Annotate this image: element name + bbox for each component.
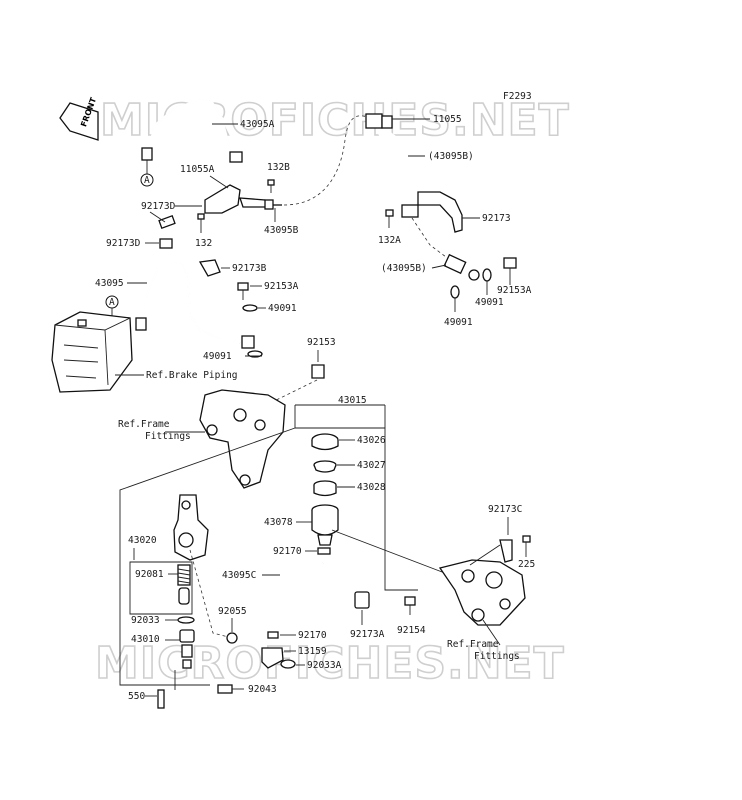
label-92173D-lower: 92173D bbox=[106, 238, 141, 249]
label-49091-r1: 49091 bbox=[475, 297, 504, 308]
label-ref-frame-1a: Ref.Frame bbox=[118, 419, 170, 430]
label-ref-frame-1b: Fittings bbox=[145, 431, 191, 442]
bolt-92154 bbox=[404, 596, 416, 615]
label-92173A: 92173A bbox=[350, 629, 385, 640]
label-92153A: 92153A bbox=[264, 281, 299, 292]
group-box-43015 bbox=[119, 405, 418, 686]
label-43095B-mid: (43095B) bbox=[381, 263, 427, 274]
label-132: 132 bbox=[195, 238, 212, 249]
washer-49091-right bbox=[482, 268, 492, 282]
label-13159: 13159 bbox=[298, 646, 327, 657]
reservoir-43078 bbox=[311, 504, 339, 546]
label-49091-r2: 49091 bbox=[444, 317, 473, 328]
bolt-92153A-right bbox=[503, 257, 517, 278]
callout-a-top: A bbox=[140, 160, 154, 187]
label-43095: 43095 bbox=[95, 278, 124, 289]
washer-49091-b bbox=[247, 350, 263, 358]
bracket-92173 bbox=[417, 191, 463, 233]
label-ref-frame-2a: Ref.Frame bbox=[447, 639, 499, 650]
label-43010: 43010 bbox=[131, 634, 160, 645]
circlip-92033A bbox=[280, 659, 296, 669]
label-92170: 92170 bbox=[273, 546, 302, 557]
label-92170-lower: 92170 bbox=[298, 630, 327, 641]
bracket-11055A bbox=[204, 184, 269, 214]
pin-550 bbox=[157, 689, 165, 709]
label-92055: 92055 bbox=[218, 606, 247, 617]
oring-92055 bbox=[226, 632, 238, 644]
brake-pedal-assembly bbox=[438, 559, 526, 626]
clamp-92173B bbox=[198, 259, 221, 277]
label-ref-frame-2b: Fittings bbox=[474, 651, 520, 662]
label-43027: 43027 bbox=[357, 460, 386, 471]
fitting-43095B-mid bbox=[443, 253, 480, 281]
label-132A: 132A bbox=[378, 235, 401, 246]
clamp-92173A bbox=[354, 591, 370, 609]
label-92081: 92081 bbox=[135, 569, 164, 580]
label-92173: 92173 bbox=[482, 213, 511, 224]
watermark-bottom: MICROFICHES.NET bbox=[95, 638, 565, 689]
clamp-92173D bbox=[158, 215, 176, 229]
label-92033A: 92033A bbox=[307, 660, 342, 671]
bracket-92173C bbox=[499, 539, 513, 563]
label-92153A-right: 92153A bbox=[497, 285, 532, 296]
brake-hose-43095 bbox=[135, 260, 255, 349]
label-550: 550 bbox=[128, 691, 145, 702]
master-cylinder bbox=[173, 494, 209, 561]
circlip-92033 bbox=[177, 616, 195, 624]
label-92173C: 92173C bbox=[488, 504, 522, 515]
label-92043: 92043 bbox=[248, 684, 277, 695]
label-92153: 92153 bbox=[307, 337, 336, 348]
clamp-92170-lower bbox=[267, 631, 279, 639]
abs-unit bbox=[51, 311, 133, 393]
hose-43095C bbox=[273, 562, 325, 646]
label-ref-brake-piping: Ref.Brake Piping bbox=[146, 370, 238, 381]
bolt-92153A bbox=[237, 282, 249, 300]
label-43028: 43028 bbox=[357, 482, 386, 493]
cap-43026 bbox=[311, 433, 339, 451]
washer-49091-left bbox=[450, 285, 460, 299]
clamp-92170 bbox=[317, 547, 331, 555]
front-arrow-icon: FRONT bbox=[59, 96, 99, 141]
label-92154: 92154 bbox=[397, 625, 426, 636]
clip-92173D bbox=[159, 238, 173, 249]
label-225: 225 bbox=[518, 559, 535, 570]
label-43095C: 43095C bbox=[222, 570, 256, 581]
bolt-92153 bbox=[311, 364, 325, 379]
rear-bracket bbox=[199, 389, 286, 489]
bolt-132A bbox=[385, 209, 394, 228]
label-92173B: 92173B bbox=[232, 263, 267, 274]
label-43078: 43078 bbox=[264, 517, 293, 528]
plate-43027 bbox=[313, 460, 337, 473]
washer-49091-a bbox=[242, 304, 258, 312]
label-43095A: 43095A bbox=[240, 119, 275, 130]
pushrod-43010 bbox=[179, 629, 195, 669]
label-92173D-upper: 92173D bbox=[141, 201, 176, 212]
diaphragm-43028 bbox=[313, 480, 337, 497]
spring-92081 bbox=[177, 564, 191, 605]
label-11055: 11055 bbox=[433, 114, 462, 125]
label-49091-b: 49091 bbox=[203, 351, 232, 362]
label-43095B-top: (43095B) bbox=[428, 151, 474, 162]
svg-text:A: A bbox=[109, 297, 115, 308]
svg-text:A: A bbox=[144, 175, 150, 186]
bolt-92043 bbox=[217, 684, 244, 694]
label-43015: 43015 bbox=[338, 395, 367, 406]
brake-hose-43095A bbox=[141, 98, 243, 163]
label-49091-a: 49091 bbox=[268, 303, 297, 314]
diagram-code: F2293 bbox=[503, 91, 532, 102]
label-43020: 43020 bbox=[128, 535, 157, 546]
brake-hose-43095B-right bbox=[365, 113, 419, 218]
label-92033: 92033 bbox=[131, 615, 160, 626]
label-132B: 132B bbox=[267, 162, 290, 173]
screw-225 bbox=[522, 535, 531, 552]
fitting-13159 bbox=[261, 647, 284, 669]
label-11055A: 11055A bbox=[180, 164, 215, 175]
label-43026: 43026 bbox=[357, 435, 386, 446]
label-43095B: 43095B bbox=[264, 225, 299, 236]
bolt-132 bbox=[197, 213, 205, 233]
bolt-132B bbox=[267, 179, 275, 193]
